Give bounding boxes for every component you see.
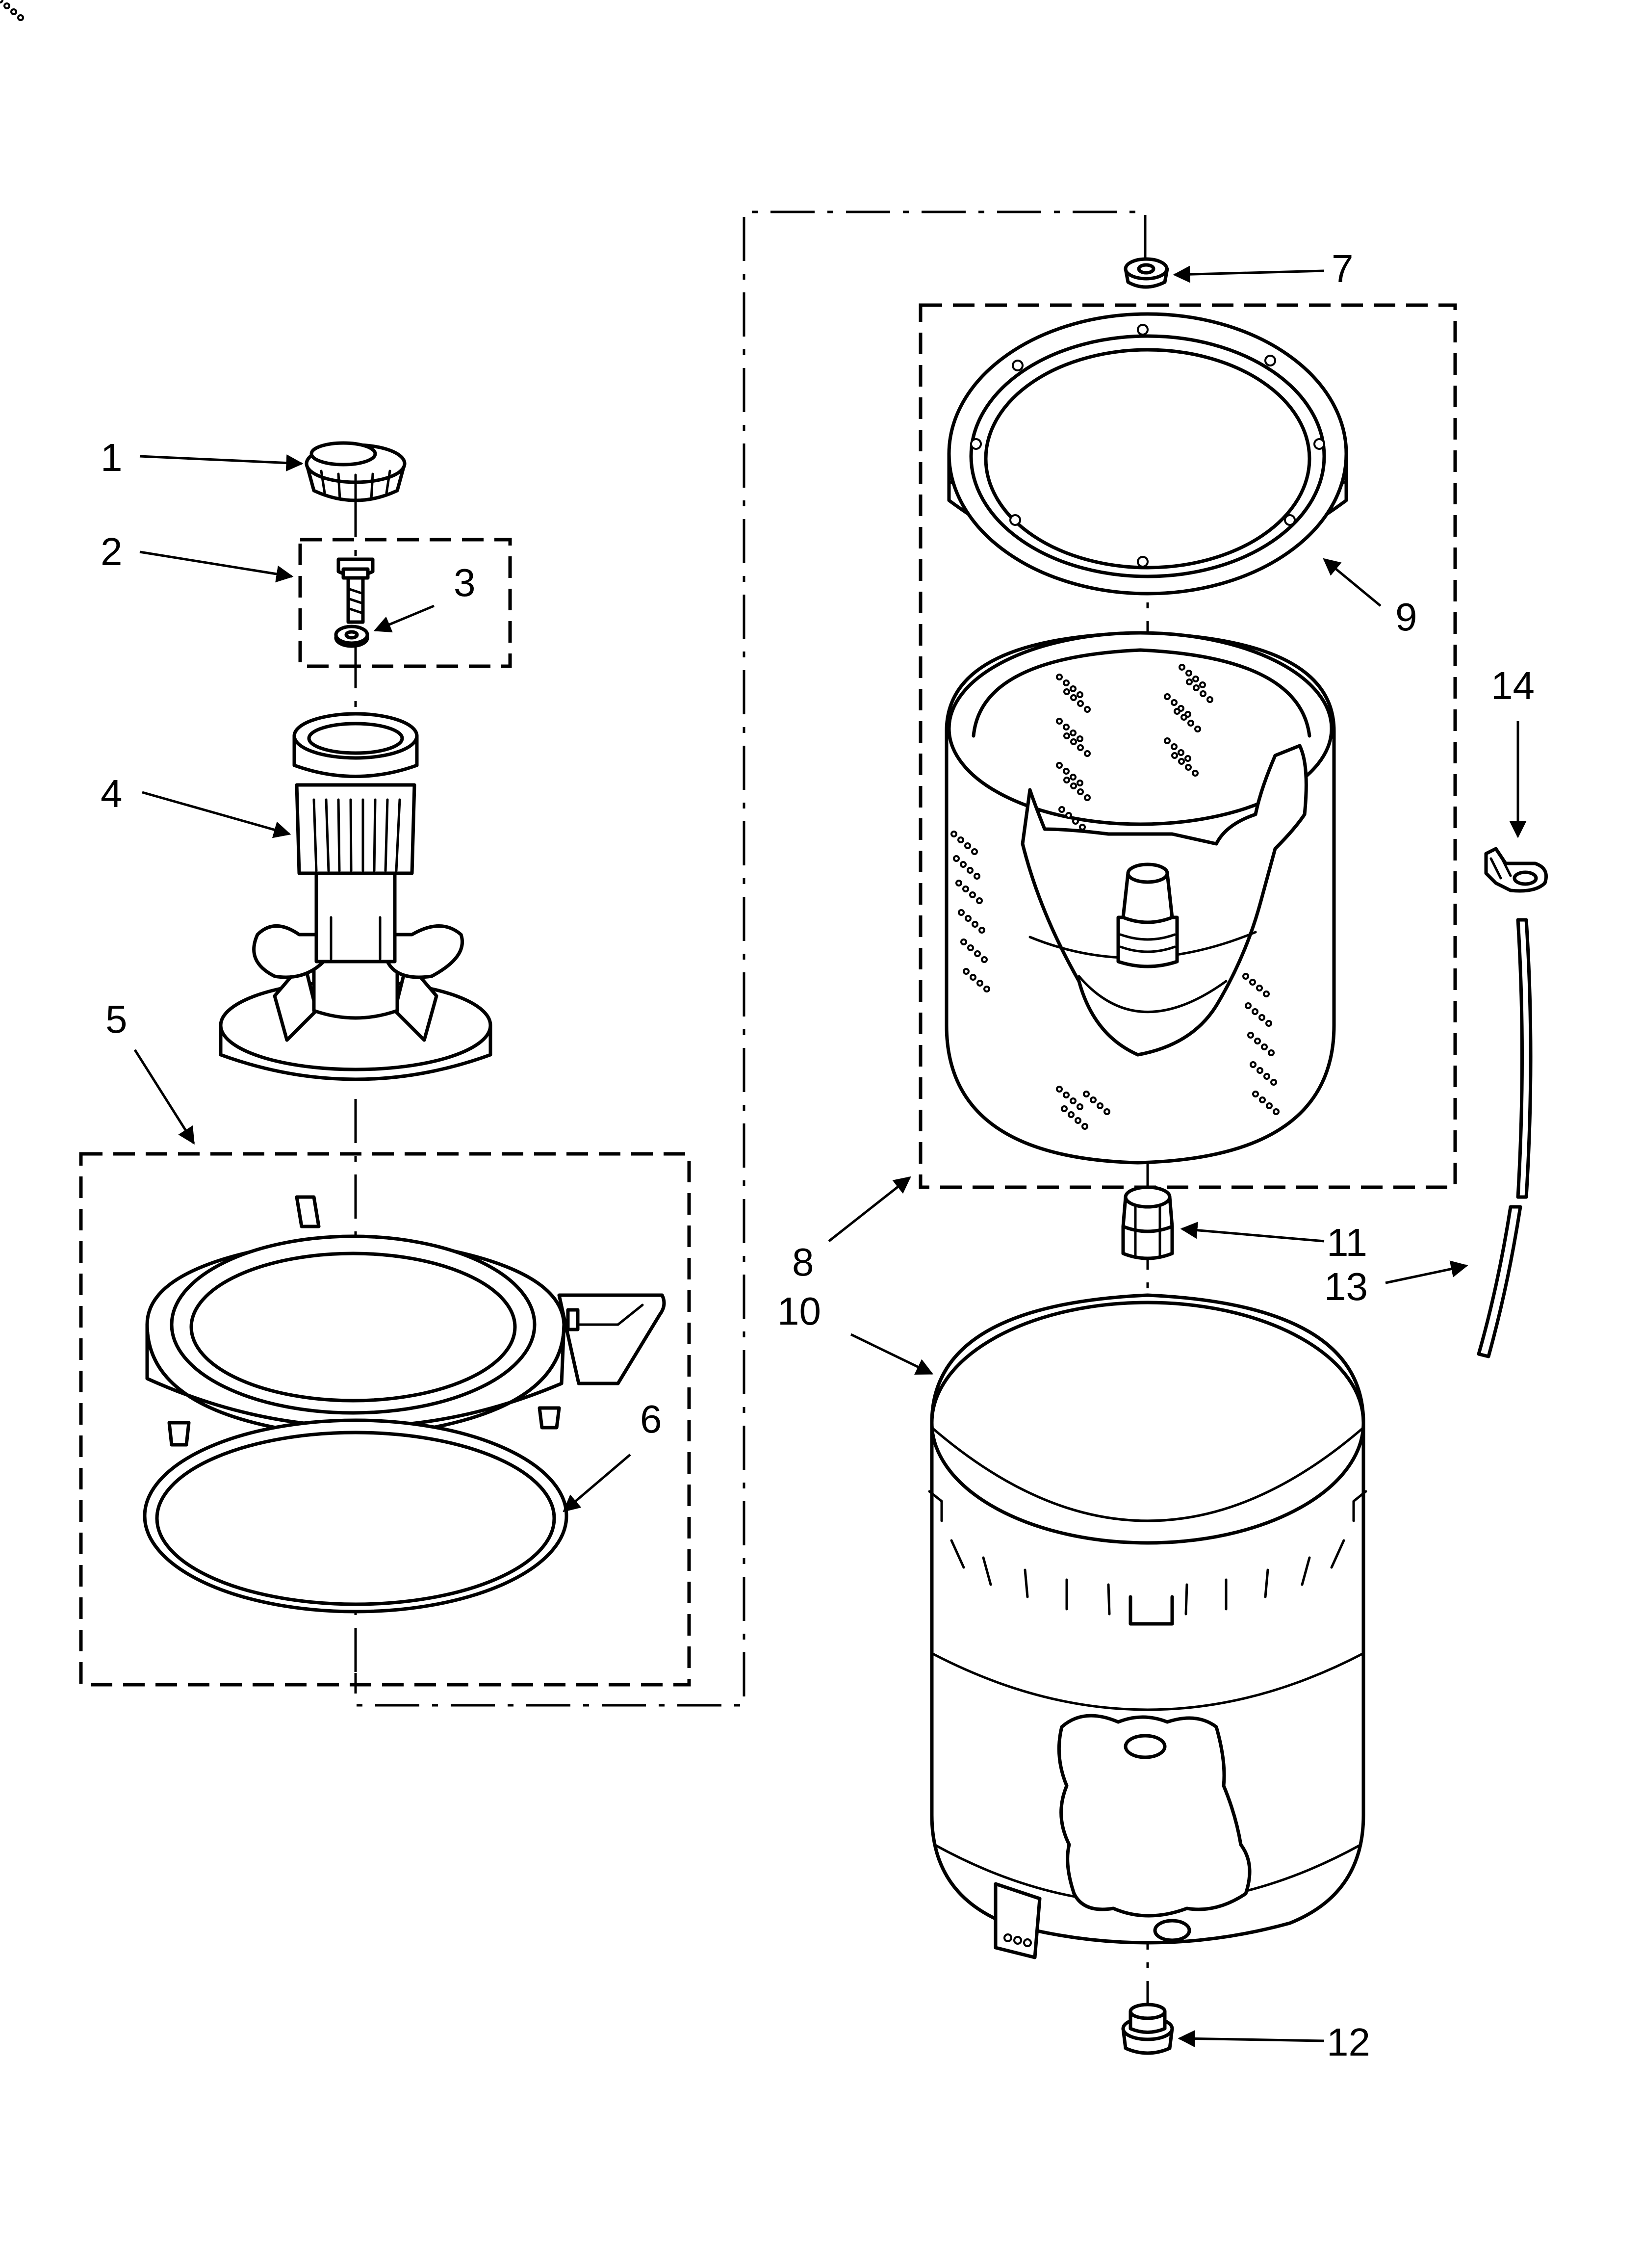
callout-14: 14	[1491, 664, 1535, 707]
callout-13: 13	[1324, 1265, 1368, 1308]
leader-lines	[133, 265, 1527, 2048]
callout-6: 6	[640, 1397, 662, 1441]
callout-1: 1	[101, 436, 123, 479]
basket-perforations	[0, 0, 1280, 1130]
agitator	[219, 712, 492, 1081]
drain-plug	[1121, 2003, 1174, 2055]
wash-basket	[0, 0, 1336, 1165]
assembly-box-5	[79, 1152, 691, 1687]
callout-4: 4	[101, 772, 123, 815]
tub-seal-ring	[143, 1418, 568, 1614]
callout-8: 8	[792, 1240, 814, 1284]
callout-2: 2	[101, 530, 123, 574]
callout-12: 12	[1327, 2020, 1370, 2064]
callout-10: 10	[777, 1289, 821, 1333]
hose	[1477, 918, 1533, 1358]
callout-5: 5	[105, 997, 128, 1041]
callout-7: 7	[1332, 247, 1354, 290]
agitator-cap	[305, 441, 407, 503]
assembly-box-8	[919, 303, 1457, 1189]
tub-ring	[145, 1195, 666, 1498]
agitator-washer	[334, 625, 369, 648]
outer-tub	[928, 1293, 1367, 1959]
agitator-bolt	[336, 557, 375, 624]
hub-nut	[1124, 257, 1169, 289]
callout-11: 11	[1327, 1221, 1367, 1264]
assembly-link-line	[354, 210, 1147, 1707]
assembly-box-2	[298, 538, 512, 668]
drive-hub	[1121, 1185, 1174, 1260]
balance-ring	[947, 312, 1348, 596]
callout-3: 3	[454, 561, 476, 604]
hose-clip	[1484, 847, 1548, 893]
callout-9: 9	[1395, 595, 1417, 639]
